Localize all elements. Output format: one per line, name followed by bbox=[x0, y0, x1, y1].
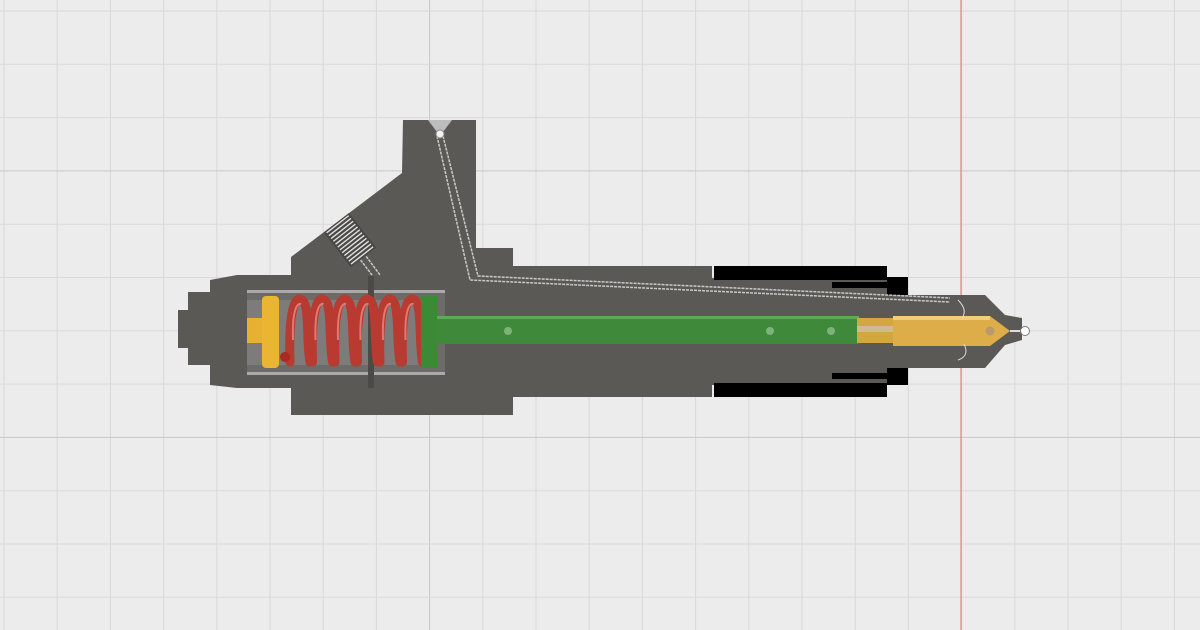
filter-ring bbox=[346, 240, 370, 259]
spring-highlight bbox=[359, 302, 369, 341]
spring-highlight bbox=[381, 302, 392, 341]
spring-end bbox=[280, 352, 290, 362]
pushrod-collar bbox=[421, 296, 438, 368]
sac-outline bbox=[957, 299, 967, 361]
spring-highlight bbox=[314, 302, 324, 341]
filter-ring bbox=[332, 223, 356, 242]
chamber-wall bbox=[247, 290, 445, 293]
pushrod-pin bbox=[827, 327, 835, 335]
needle-groove bbox=[857, 326, 895, 332]
spring-highlight bbox=[291, 302, 302, 341]
inlet-cone bbox=[428, 120, 452, 136]
spring bbox=[280, 294, 427, 367]
filter-ring bbox=[341, 234, 365, 254]
filter-ring bbox=[339, 232, 363, 251]
needle-pin bbox=[985, 326, 995, 336]
nozzle-point[interactable] bbox=[1020, 326, 1030, 336]
filter-ring bbox=[337, 229, 361, 248]
needle-highlight bbox=[893, 316, 990, 320]
pushrod-pin bbox=[504, 327, 512, 335]
spring-retainer bbox=[262, 296, 279, 368]
edge-filter bbox=[323, 212, 377, 268]
filter-ring bbox=[348, 243, 372, 262]
filter-ring bbox=[328, 217, 352, 237]
filter-ring bbox=[326, 215, 350, 234]
pushrod-pin bbox=[766, 327, 774, 335]
pushrod-highlight bbox=[437, 316, 859, 319]
spring-highlight bbox=[336, 302, 347, 341]
chamber-wall bbox=[247, 372, 445, 375]
filter-ring bbox=[343, 237, 367, 257]
nozzle-nut bbox=[714, 266, 908, 397]
injector-model[interactable] bbox=[178, 120, 1030, 415]
nozzle-needle bbox=[893, 316, 1010, 346]
filter-ring bbox=[350, 246, 374, 265]
pushrod bbox=[437, 316, 859, 344]
spring-coil bbox=[397, 294, 427, 367]
filter-ring bbox=[335, 226, 359, 245]
inlet-point bbox=[435, 129, 445, 139]
filter-ring bbox=[330, 220, 354, 240]
spring-highlight bbox=[404, 302, 414, 341]
